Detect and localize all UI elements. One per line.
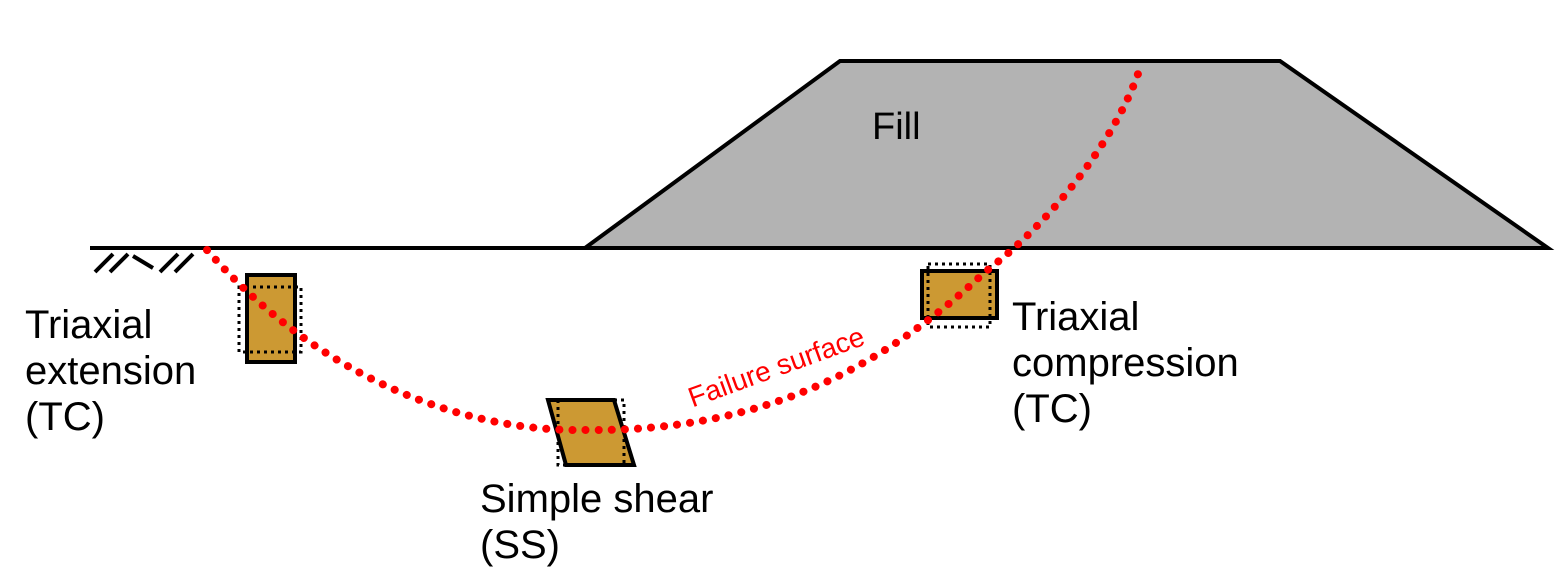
- simple-shear-label: Simple shear (SS): [480, 476, 713, 568]
- triaxial-compression-label-line: (TC): [1012, 387, 1092, 431]
- triaxial-extension-label-line: Triaxial: [25, 303, 153, 347]
- triaxial-extension-label-line: (TC): [25, 395, 105, 439]
- triaxial-extension-label-line: extension: [25, 349, 197, 393]
- triaxial-compression-original-outline: [926, 262, 992, 329]
- ground-hatch-icon: [93, 252, 195, 274]
- simple-shear-label-line: Simple shear: [480, 477, 714, 521]
- simple-shear-label-line: (SS): [480, 523, 560, 567]
- failure-surface-curve: [203, 64, 1144, 435]
- triaxial-extension-original-outline: [237, 285, 303, 354]
- triaxial-extension-label: Triaxial extension (TC): [25, 302, 196, 440]
- triaxial-compression-label: Triaxial compression (TC): [1012, 294, 1239, 432]
- triaxial-extension-specimen: [237, 273, 303, 364]
- triaxial-compression-label-line: compression: [1012, 341, 1239, 385]
- fill-embankment: [578, 59, 1555, 250]
- fill-label: Fill: [872, 106, 921, 148]
- triaxial-compression-label-line: Triaxial: [1012, 295, 1140, 339]
